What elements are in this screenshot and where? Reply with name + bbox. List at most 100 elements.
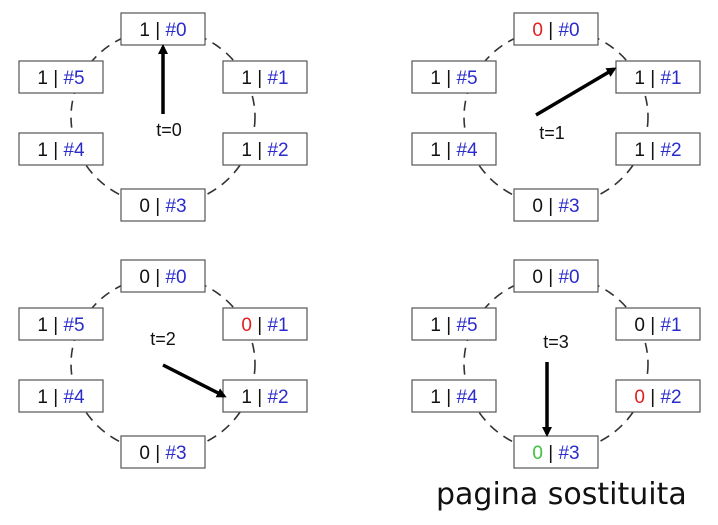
- frame-box: 0 | #3: [513, 188, 599, 222]
- separator: |: [441, 68, 457, 89]
- frame-box: 1 | #2: [615, 132, 701, 166]
- separator: |: [150, 267, 166, 288]
- frame-label: 0 | #0: [139, 267, 186, 288]
- reference-bit: 1: [241, 68, 252, 89]
- reference-bit: 0: [532, 196, 543, 217]
- frame-label: 1 | #4: [430, 387, 478, 408]
- frame-label: 1 | #2: [241, 140, 288, 161]
- separator: |: [252, 387, 268, 408]
- frame-box: 1 | #5: [18, 60, 104, 94]
- separator: |: [48, 68, 64, 89]
- reference-bit: 0: [139, 196, 150, 217]
- frame-label: 1 | #5: [430, 315, 477, 336]
- page-number: #3: [165, 443, 186, 464]
- frame-box: 0 | #0: [513, 12, 599, 46]
- page-number: #5: [456, 315, 477, 336]
- frame-box-border: [18, 307, 104, 341]
- page-number: #2: [267, 387, 288, 408]
- separator: |: [645, 315, 661, 336]
- frame-box-border: [615, 379, 701, 413]
- frame-box-border: [120, 12, 206, 46]
- frame-label: 0 | #3: [532, 443, 579, 464]
- separator: |: [441, 387, 457, 408]
- frame-box: 0 | #1: [222, 307, 308, 341]
- frame-box-border: [411, 307, 497, 341]
- time-label: t=2: [150, 329, 176, 349]
- page-number: #0: [165, 20, 186, 41]
- frame-box: 0 | #0: [120, 259, 206, 293]
- frame-box-border: [120, 188, 206, 222]
- frame-box-border: [411, 60, 497, 94]
- frame-box-border: [513, 188, 599, 222]
- page-number: #1: [267, 68, 288, 89]
- frame-label: 0 | #3: [532, 196, 579, 217]
- circular-queue-ring: [70, 275, 256, 453]
- reference-bit: 1: [634, 68, 645, 89]
- frame-box: 1 | #5: [411, 307, 497, 341]
- frame-label: 0 | #2: [634, 387, 681, 408]
- frame-box: 1 | #2: [222, 132, 308, 166]
- reference-bit: 0: [139, 443, 150, 464]
- frame-box-border: [222, 379, 308, 413]
- frame-box-border: [18, 379, 104, 413]
- page-number: #0: [558, 267, 579, 288]
- reference-bit: 0: [634, 387, 645, 408]
- frame-label: 1 | #5: [430, 68, 477, 89]
- page-number: #4: [456, 140, 478, 161]
- reference-bit: 0: [241, 315, 252, 336]
- page-number: #4: [63, 387, 85, 408]
- page-number: #2: [267, 140, 288, 161]
- reference-bit: 1: [430, 315, 441, 336]
- time-label: t=3: [543, 332, 569, 352]
- frame-label: 1 | #0: [139, 20, 186, 41]
- separator: |: [543, 196, 559, 217]
- time-label: t=0: [156, 120, 182, 140]
- page-number: #5: [456, 68, 477, 89]
- frame-box-border: [222, 307, 308, 341]
- frame-box: 0 | #3: [120, 188, 206, 222]
- separator: |: [252, 140, 268, 161]
- page-number: #3: [558, 196, 579, 217]
- frame-box-border: [411, 132, 497, 166]
- reference-bit: 1: [37, 140, 48, 161]
- separator: |: [645, 68, 661, 89]
- clock-hand-arrow: [535, 67, 617, 117]
- reference-bit: 1: [37, 387, 48, 408]
- frame-label: 0 | #3: [139, 196, 186, 217]
- page-number: #1: [267, 315, 288, 336]
- frame-box: 0 | #0: [513, 259, 599, 293]
- separator: |: [441, 140, 457, 161]
- frame-box-border: [615, 307, 701, 341]
- page-number: #3: [165, 196, 186, 217]
- frame-box-border: [513, 259, 599, 293]
- frame-label: 0 | #1: [634, 315, 681, 336]
- separator: |: [252, 68, 268, 89]
- frame-label: 1 | #4: [430, 140, 478, 161]
- frame-label: 1 | #4: [37, 140, 85, 161]
- frame-box-border: [615, 132, 701, 166]
- frame-box: 1 | #4: [411, 379, 497, 413]
- circular-queue-ring: [463, 275, 649, 453]
- clock-panel-t1: 0 | #01 | #11 | #20 | #31 | #41 | #5t=1: [411, 12, 701, 222]
- page-number: #0: [165, 267, 186, 288]
- replaced-page-caption: pagina sostituita: [436, 477, 687, 512]
- clock-panel-t0: 1 | #0 1 | #1 1 | #2 0 | #3 1 | #4 1 | #5 t=0: [18, 12, 308, 222]
- time-label: t=1: [539, 123, 565, 143]
- frame-box: 1 | #5: [18, 307, 104, 341]
- separator: |: [543, 267, 559, 288]
- frame-box-border: [513, 12, 599, 46]
- page-number: #1: [660, 315, 681, 336]
- frame-box: 0 | #1: [615, 307, 701, 341]
- reference-bit: 0: [532, 267, 543, 288]
- separator: |: [150, 443, 166, 464]
- frame-label: 0 | #1: [241, 315, 288, 336]
- frame-box: 0 | #2: [615, 379, 701, 413]
- reference-bit: 1: [241, 387, 252, 408]
- page-number: #4: [456, 387, 478, 408]
- page-number: #3: [558, 443, 579, 464]
- reference-bit: 1: [241, 140, 252, 161]
- frame-box: 0 | #3: [513, 435, 599, 469]
- frame-box: 1 | #4: [18, 132, 104, 166]
- page-number: #2: [660, 140, 681, 161]
- frame-box-border: [513, 435, 599, 469]
